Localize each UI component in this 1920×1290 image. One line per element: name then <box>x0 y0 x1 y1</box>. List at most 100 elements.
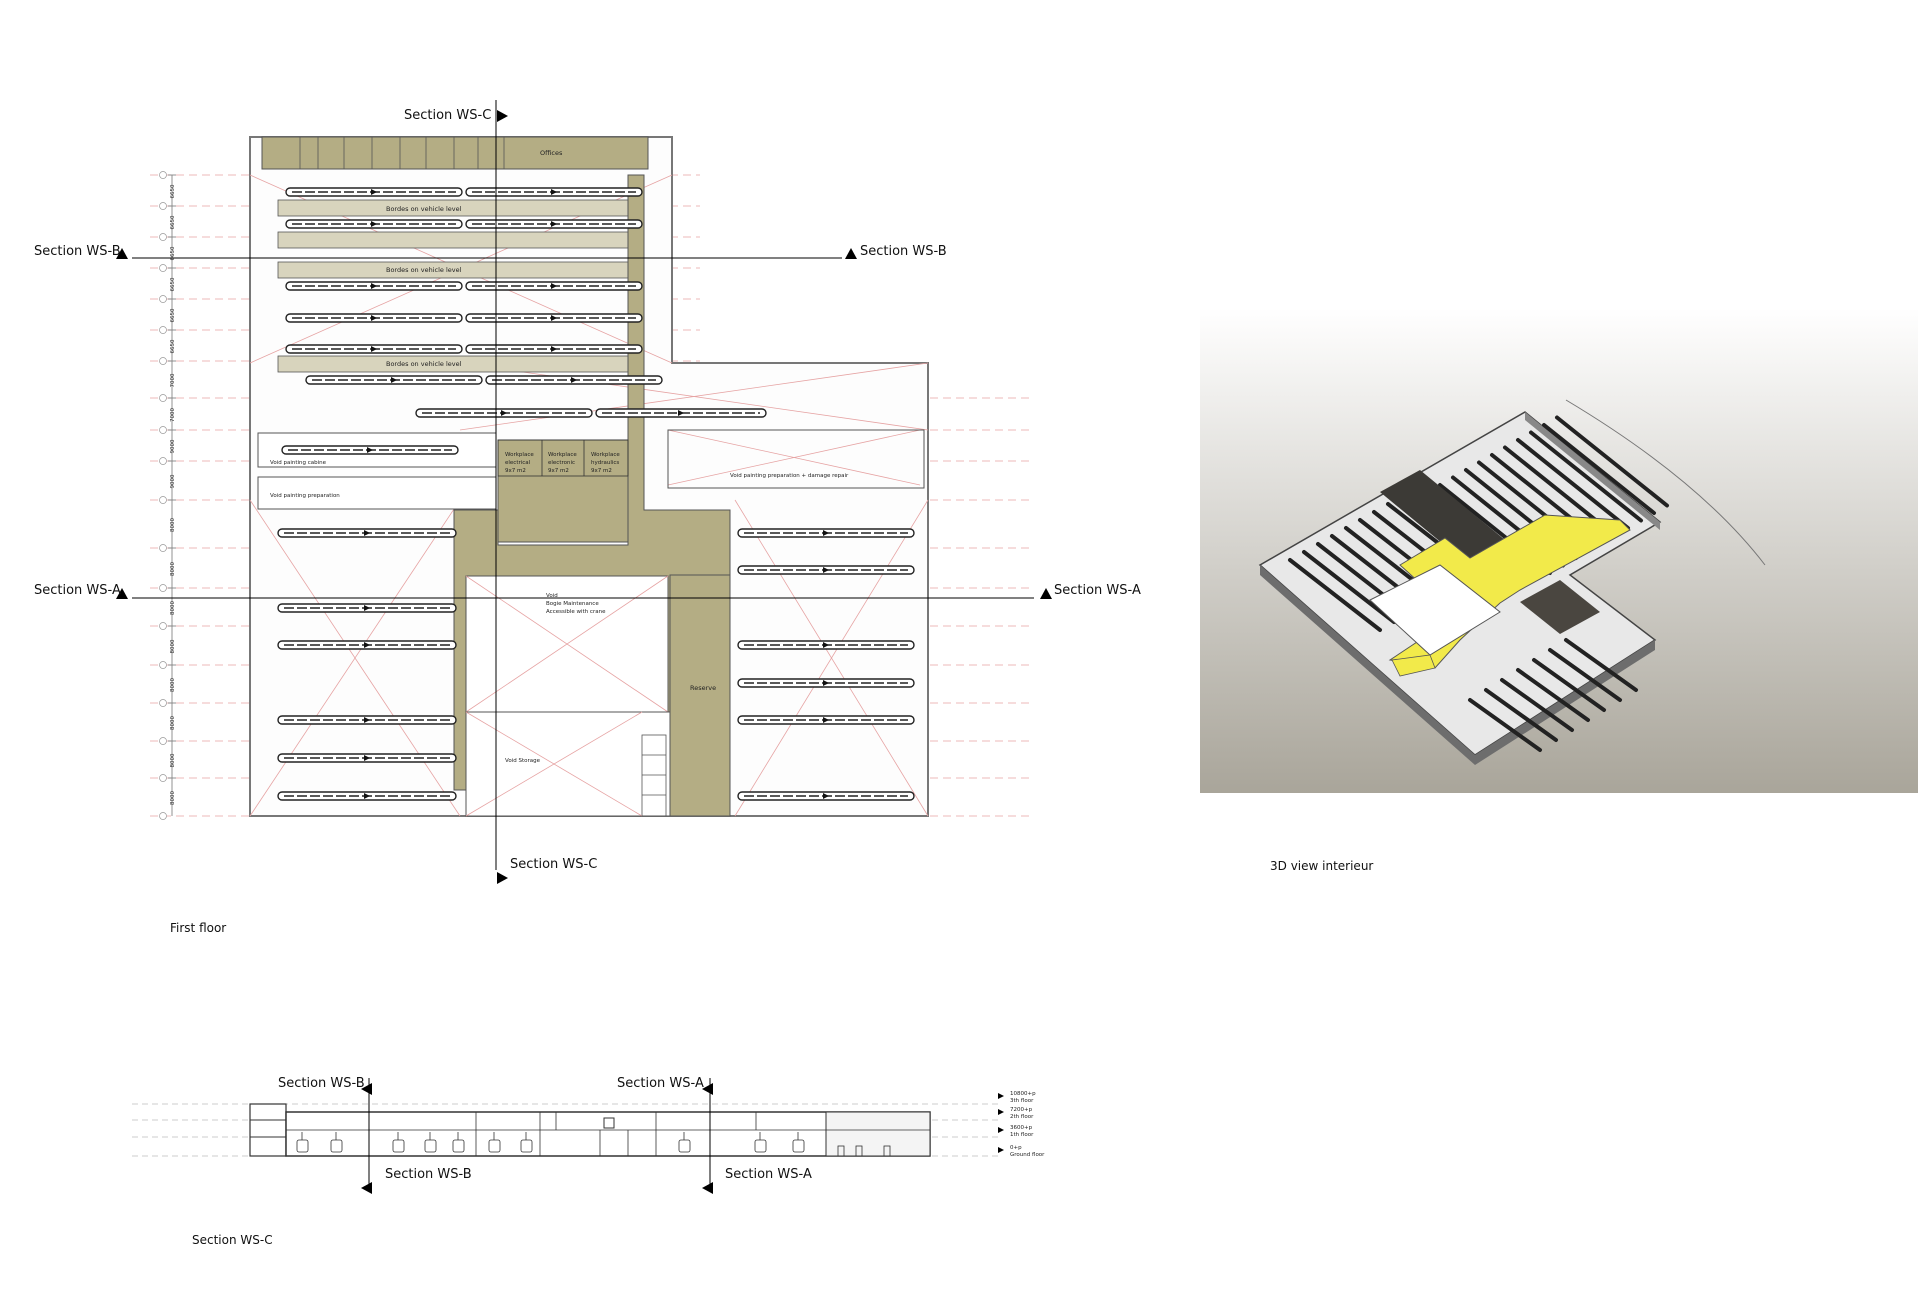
train <box>285 281 463 291</box>
dimension-label: 8000 <box>170 639 176 653</box>
bordes-label-3: Bordes on vehicle level <box>386 360 462 368</box>
dimension-label: 8000 <box>170 562 176 576</box>
train <box>737 528 915 538</box>
section-a-right-label: Section WS-A <box>1054 583 1141 598</box>
level-value: 0+p <box>1010 1145 1022 1151</box>
bordes-platform <box>277 231 629 249</box>
grid-marker <box>159 584 167 592</box>
svg-text:9x7 m2: 9x7 m2 <box>591 468 612 474</box>
train <box>277 791 457 801</box>
train <box>595 408 767 418</box>
dimension-chain: 6650665066506650665066507000700090009000… <box>159 171 176 820</box>
grid-marker <box>159 812 167 820</box>
train <box>285 344 463 354</box>
train <box>485 375 663 385</box>
workplace-hydraulics-label: Workplace hydraulics 9x7 m2 <box>591 452 620 474</box>
grid-marker <box>159 264 167 272</box>
section-ws-c-caption: Section WS-C <box>192 1233 273 1247</box>
void-bogie-label: Void Bogie Maintenance Accessible with c… <box>546 593 606 615</box>
level-value: 3600+p <box>1010 1125 1033 1131</box>
dimension-label: 6650 <box>170 215 176 229</box>
section-b-right-label: Section WS-B <box>860 244 947 259</box>
dimension-label: 8000 <box>170 753 176 767</box>
section-c-bottom-arrow <box>497 872 508 884</box>
section-train <box>392 1132 405 1153</box>
section-train <box>520 1132 533 1153</box>
train <box>415 408 593 418</box>
section-a-left-arrow <box>116 588 128 599</box>
section-c-top-arrow <box>497 110 508 122</box>
grid-marker <box>159 426 167 434</box>
grid-marker <box>159 295 167 303</box>
svg-text:hydraulics: hydraulics <box>591 460 619 466</box>
section-door <box>837 1145 845 1157</box>
offices-label: Offices <box>540 149 563 157</box>
grid-marker <box>159 202 167 210</box>
grid-marker <box>159 233 167 241</box>
3d-train <box>1302 550 1396 624</box>
section-train <box>424 1132 437 1153</box>
void-storage <box>465 711 671 817</box>
dimension-label: 8000 <box>170 601 176 615</box>
3d-train <box>1516 438 1630 530</box>
dimension-label: 6650 <box>170 184 176 198</box>
train <box>465 344 643 354</box>
grid-marker <box>159 699 167 707</box>
3d-train <box>1564 638 1638 692</box>
train <box>277 753 457 763</box>
dimension-label: 7000 <box>170 373 176 387</box>
grid-marker <box>159 661 167 669</box>
dimension-label: 9000 <box>170 474 176 488</box>
bordes-label-1: Bordes on vehicle level <box>386 205 462 213</box>
level-name: 1th floor <box>1010 1132 1034 1138</box>
workplace-electronic-label: Workplace electronic 9x7 m2 <box>548 452 577 474</box>
train <box>465 219 643 229</box>
section-a-top-label: Section WS-A <box>617 1076 704 1091</box>
train <box>465 313 643 323</box>
level-name: Ground floor <box>1010 1152 1045 1158</box>
3d-view-caption: 3D view interieur <box>1270 859 1373 873</box>
train <box>281 445 459 455</box>
svg-text:Accessible with crane: Accessible with crane <box>546 609 606 615</box>
dimension-label: 6650 <box>170 246 176 260</box>
train <box>277 715 457 725</box>
section-b-left-arrow <box>116 248 128 259</box>
svg-text:Workplace: Workplace <box>548 452 577 458</box>
grid-marker <box>159 544 167 552</box>
void-painting-damage-label: Void painting preparation + damage repai… <box>730 473 849 479</box>
section-c-top-label: Section WS-C <box>404 108 491 123</box>
3d-train <box>1484 688 1558 742</box>
section-door <box>883 1145 891 1157</box>
section-b-right-arrow <box>845 248 857 259</box>
dimension-label: 9000 <box>170 439 176 453</box>
3d-train <box>1548 648 1622 702</box>
offices-band <box>261 136 649 170</box>
section-train <box>488 1132 501 1153</box>
section-train <box>754 1132 767 1153</box>
dimension-label: 6650 <box>170 277 176 291</box>
train <box>285 313 463 323</box>
section-a-right-arrow <box>1040 588 1052 599</box>
train <box>737 565 915 575</box>
3d-dark-block <box>1380 470 1505 562</box>
3d-train <box>1529 430 1643 523</box>
grid-marker <box>159 357 167 365</box>
dimension-label: 6650 <box>170 339 176 353</box>
level-name: 3th floor <box>1010 1098 1034 1104</box>
dimension-label: 6650 <box>170 308 176 322</box>
grid-marker <box>159 774 167 782</box>
void-painting-preparation-label: Void painting preparation <box>270 493 340 499</box>
train <box>737 791 915 801</box>
section-a-left-label: Section WS-A <box>34 583 121 598</box>
void-painting-preparation <box>257 476 497 510</box>
section-b-top-label: Section WS-B <box>278 1076 365 1091</box>
3d-train <box>1555 415 1669 508</box>
section-b-left-label: Section WS-B <box>34 244 121 259</box>
grid-marker <box>159 737 167 745</box>
section-train <box>452 1132 465 1153</box>
section-train <box>330 1132 343 1153</box>
reserve-label: Reserve <box>690 684 716 692</box>
train <box>277 603 457 613</box>
dimension-label: 8000 <box>170 518 176 532</box>
3d-train <box>1468 698 1542 752</box>
